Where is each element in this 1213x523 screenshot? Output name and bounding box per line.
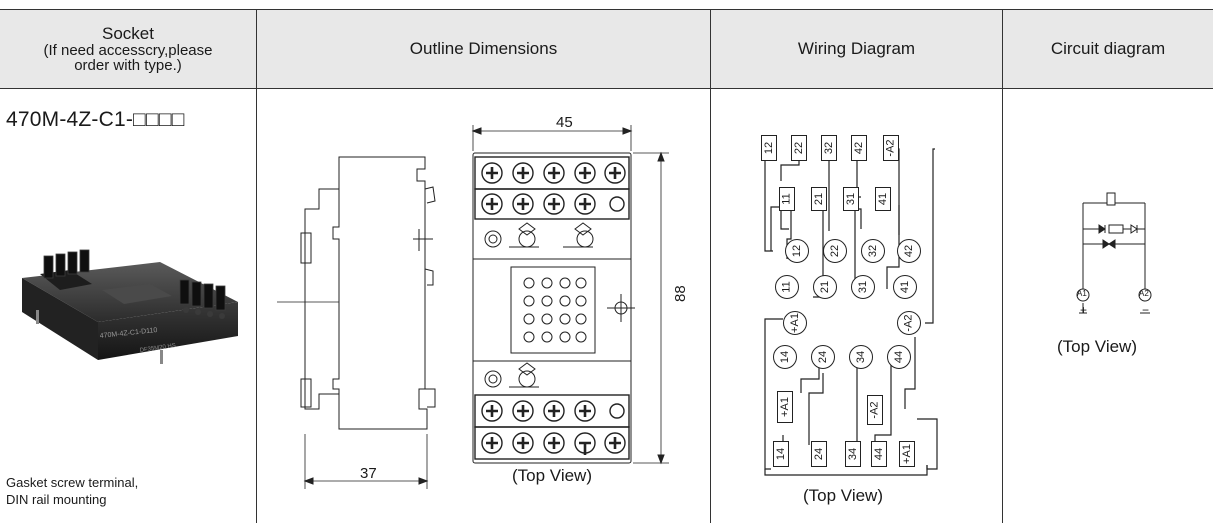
wiring-terminal-box: -A2 (867, 395, 883, 425)
wiring-terminal-circle: 21 (813, 275, 837, 299)
header-wiring: Wiring Diagram (797, 39, 916, 58)
wiring-terminal-circle: 11 (775, 275, 799, 299)
wiring-terminal-box: +A1 (777, 391, 793, 423)
wiring-terminal-box: 44 (871, 441, 887, 467)
wiring-terminal-box: 22 (791, 135, 807, 161)
outline-drawing (277, 125, 669, 489)
wiring-terminal-circle: 12 (785, 239, 809, 263)
header-outline: Outline Dimensions (409, 39, 558, 58)
wiring-terminal-box: 24 (811, 441, 827, 467)
header-socket-title: Socket (102, 24, 154, 43)
socket-description-line: DIN rail mounting (6, 492, 107, 507)
header-bottom-rule (0, 88, 1213, 89)
wiring-terminal-circle: 44 (887, 345, 911, 369)
model-number: 470M-4Z-C1-□□□□ (6, 108, 185, 131)
wiring-terminal-circle: 42 (897, 239, 921, 263)
socket-description: Gasket screw terminal, DIN rail mounting (6, 474, 138, 508)
terminal-a1: A1 (1077, 289, 1087, 298)
wiring-terminal-box: 12 (761, 135, 777, 161)
outline-caption: (Top View) (512, 466, 592, 485)
polarity-plus: + (1080, 303, 1088, 317)
wiring-terminal-box: +A1 (899, 441, 915, 467)
header-socket-note: (If need accesscry,please (43, 42, 213, 59)
socket-print: DF35M20 HS (139, 343, 176, 354)
wiring-terminal-box: 14 (773, 441, 789, 467)
socket-description-line: Gasket screw terminal, (6, 475, 139, 490)
dimension-side: 37 (360, 465, 377, 482)
column-divider (710, 10, 711, 523)
wiring-terminal-box: 42 (851, 135, 867, 161)
top-view (471, 125, 669, 465)
dimension-width: 45 (556, 114, 573, 131)
polarity-minus: − (1142, 303, 1150, 317)
wiring-terminal-circle: 14 (773, 345, 797, 369)
terminal-a2: A2 (1139, 289, 1149, 298)
wiring-terminal-circle: +A1 (783, 311, 807, 335)
wiring-terminal-circle: 41 (893, 275, 917, 299)
table-top-rule (0, 9, 1213, 10)
socket-photo: 470M-4Z-C1-D110 DF35M20 HS (22, 249, 238, 364)
column-divider (256, 10, 257, 523)
wiring-caption: (Top View) (803, 486, 883, 505)
wiring-terminal-box: 41 (875, 187, 891, 211)
header-circuit: Circuit diagram (1050, 39, 1166, 58)
header-row (0, 10, 1213, 88)
column-divider (1002, 10, 1003, 523)
wiring-terminal-circle: 31 (851, 275, 875, 299)
header-socket: Socket (If need accesscry,please order w… (0, 10, 256, 88)
wiring-terminal-box: -A2 (883, 135, 899, 161)
wiring-terminal-circle: 34 (849, 345, 873, 369)
wiring-terminal-circle: 32 (861, 239, 885, 263)
circuit-diagram (1076, 192, 1152, 314)
dimension-height: 88 (672, 285, 689, 302)
wiring-terminal-box: 32 (821, 135, 837, 161)
side-view (277, 156, 436, 489)
wiring-terminal-box: 34 (845, 441, 861, 467)
circuit-caption: (Top View) (1057, 337, 1137, 356)
wiring-terminal-circle: -A2 (897, 311, 921, 335)
wiring-terminal-circle: 24 (811, 345, 835, 369)
wiring-terminal-circle: 22 (823, 239, 847, 263)
header-socket-note: order with type.) (74, 57, 182, 74)
wiring-terminal-box: 21 (811, 187, 827, 211)
wiring-terminal-box: 11 (779, 187, 795, 211)
wiring-terminal-box: 31 (843, 187, 859, 211)
